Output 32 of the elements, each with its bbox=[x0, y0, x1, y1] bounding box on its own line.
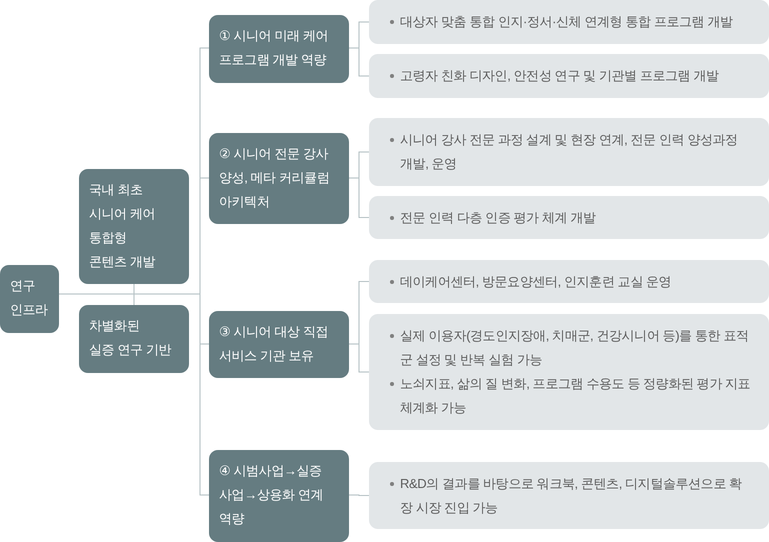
topic-box bbox=[209, 450, 349, 542]
topic-box bbox=[79, 169, 189, 284]
title-text: ② 시니어 전문 강사 양성, 메타 커리큘럼 아키텍처 bbox=[219, 145, 330, 211]
title-text: ① 시니어 미래 케어 프로그램 개발 역량 bbox=[219, 27, 330, 69]
title-text: 국내 최초 시니어 케어 통합형 콘텐츠 개발 bbox=[89, 181, 156, 271]
title-text: ④ 시범사업→실증 사업→상용화 연계 역량 bbox=[219, 462, 324, 528]
item-text: 데이케어센터, 방문요양센터, 인지훈련 교실 운영 bbox=[400, 272, 672, 290]
detail-box bbox=[369, 54, 769, 98]
item-text: 시니어 강사 전문 과정 설계 및 현장 연계, 전문 인력 양성과정 개발, 운영 bbox=[400, 131, 739, 173]
item-text: 대상자 맞춤 통합 인지·정서·신체 연계형 통합 프로그램 개발 bbox=[400, 13, 734, 31]
detail-box bbox=[369, 260, 769, 303]
title-text: ③ 시니어 대상 직접 서비스 기관 보유 bbox=[219, 323, 330, 365]
title-text: 차별화된 실증 연구 기반 bbox=[89, 317, 172, 359]
item-text: R&D의 결과를 바탕으로 워크북, 콘텐츠, 디지털솔루션으로 확장 시장 진입 가능 bbox=[400, 474, 743, 516]
connector-line bbox=[348, 344, 370, 372]
title-text: 연구 인프라 bbox=[10, 277, 49, 319]
item-text: 실제 이용자(경도인지장애, 치매군, 건강시니어 등)를 통한 표적군 설정 및 반복 실험 가능 bbox=[400, 327, 750, 369]
connector-line bbox=[348, 48, 370, 76]
detail-box bbox=[369, 196, 769, 239]
detail-box bbox=[369, 118, 769, 186]
topic-box bbox=[79, 305, 189, 373]
connector-line bbox=[348, 494, 370, 496]
topic-box bbox=[0, 265, 59, 333]
topic-box bbox=[209, 133, 349, 224]
item-text: 전문 인력 다층 인증 평가 체계 개발 bbox=[400, 208, 597, 226]
topic-box bbox=[209, 15, 349, 83]
topic-box bbox=[209, 311, 349, 378]
detail-box bbox=[369, 0, 769, 44]
detail-box bbox=[369, 314, 769, 430]
item-text: 노쇠지표, 삶의 질 변화, 프로그램 수용도 등 정량화된 평가 지표 체계화 가능 bbox=[400, 375, 752, 417]
item-text: 고령자 친화 디자인, 안전성 연구 및 기관별 프로그램 개발 bbox=[400, 67, 720, 85]
detail-box bbox=[369, 462, 769, 529]
